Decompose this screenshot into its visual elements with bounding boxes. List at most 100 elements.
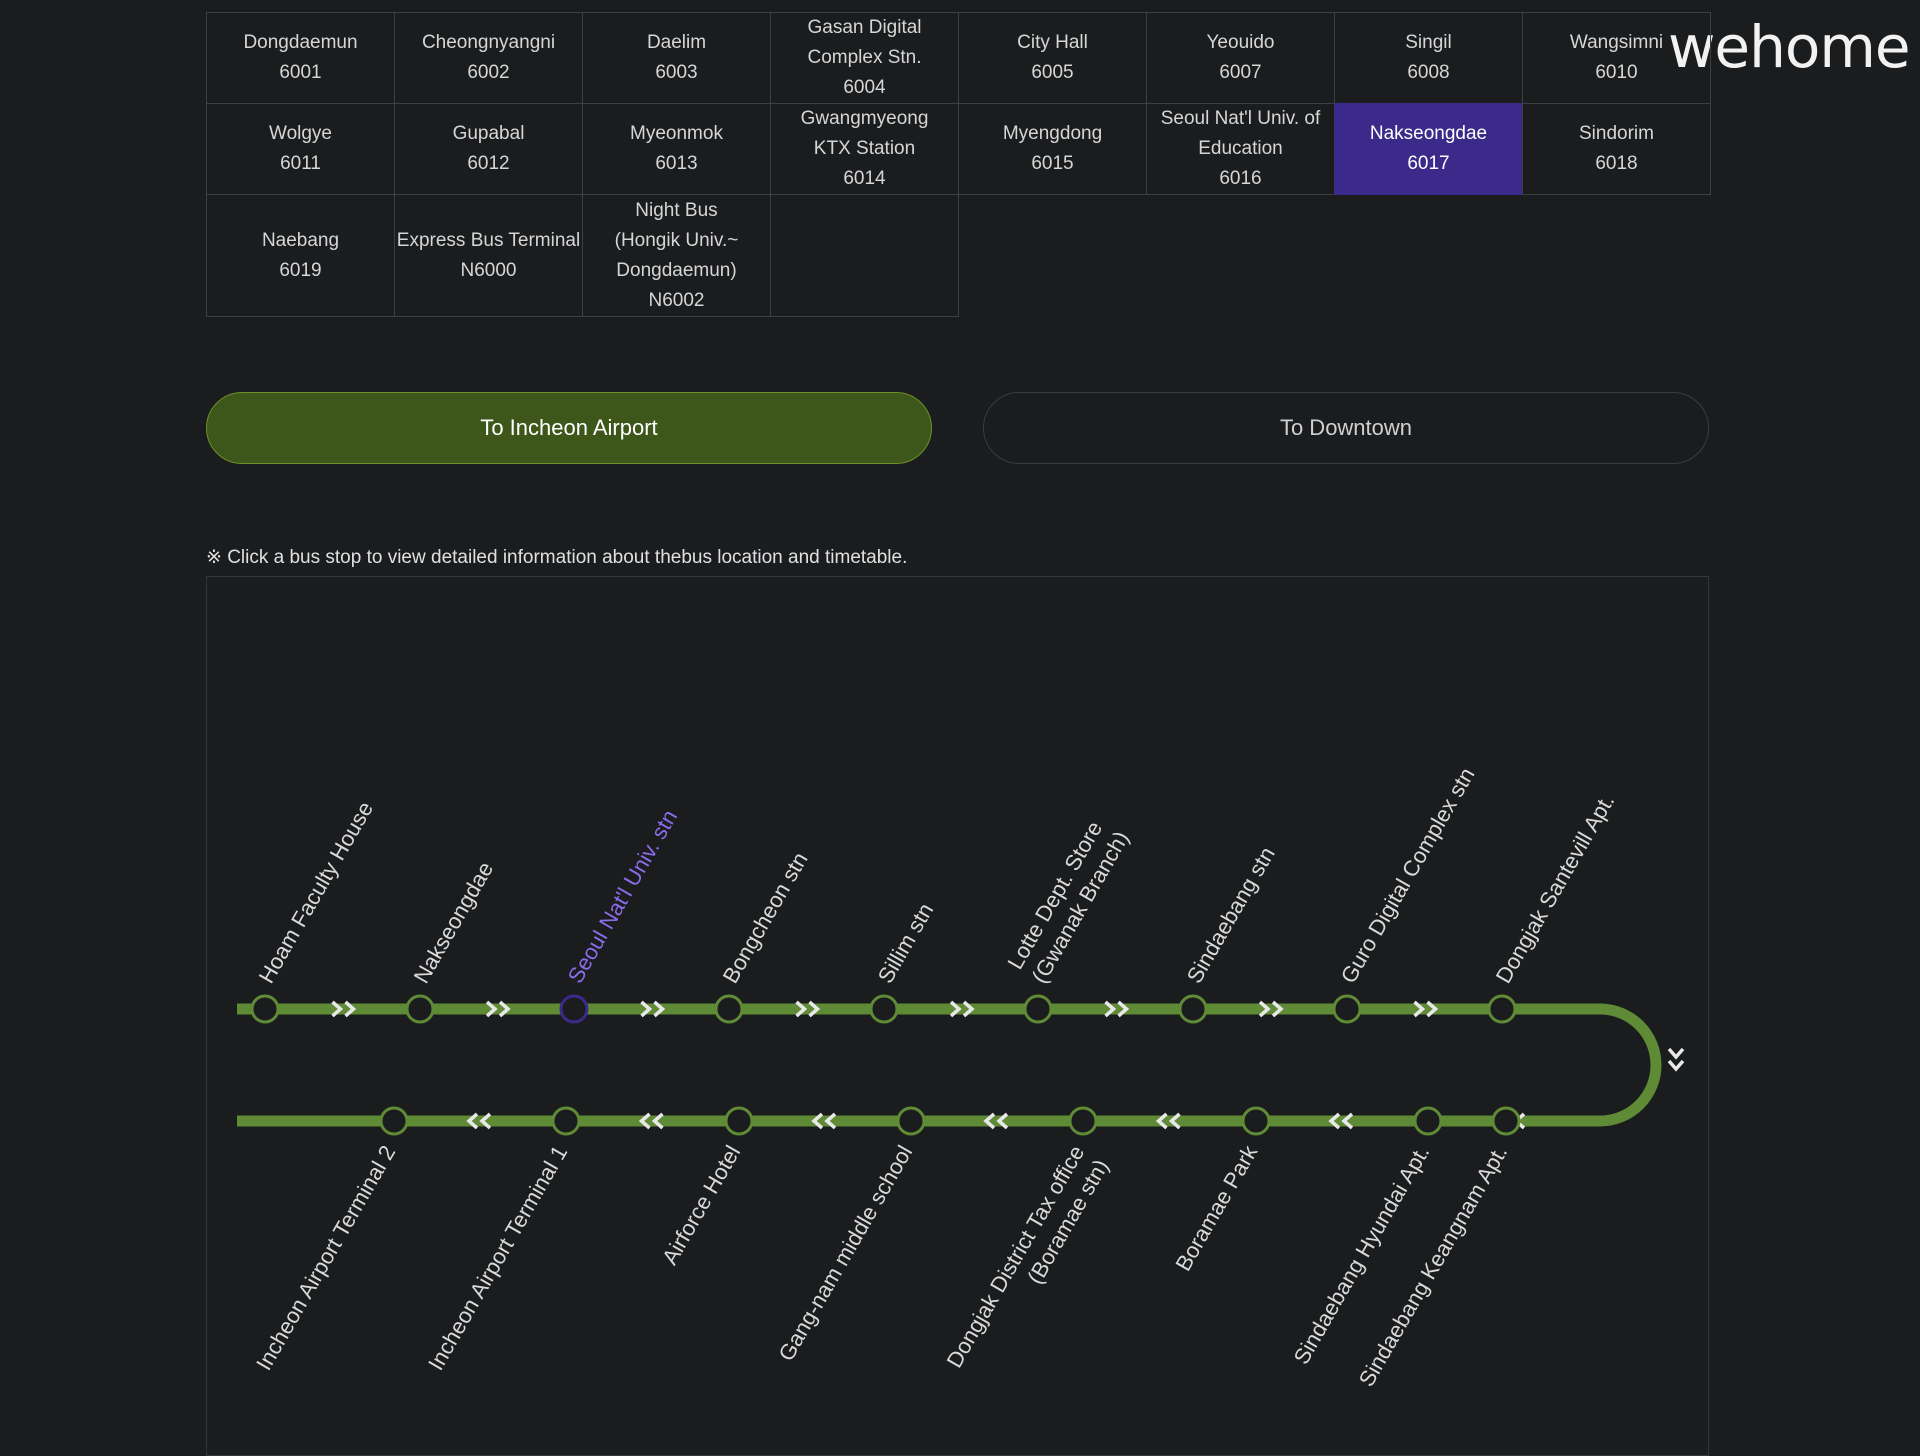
bus-stop-label[interactable]: Bongcheon stn xyxy=(718,848,813,988)
route-map-panel: Hoam Faculty House Nakseongdae Seoul Nat'l… xyxy=(206,576,1709,1456)
direction-arrow-icon xyxy=(1271,1000,1284,1018)
direction-arrow-icon xyxy=(466,1112,479,1130)
to-incheon-airport-button[interactable]: To Incheon Airport xyxy=(206,392,932,464)
route-name: Night Bus(Hongik Univ.~Dongdaemun) xyxy=(614,199,739,281)
direction-arrow-icon xyxy=(824,1112,837,1130)
route-number: 6011 xyxy=(280,153,321,174)
bus-stop-label[interactable]: Dongjak District Tax office(Boramae stn) xyxy=(942,1141,1114,1386)
route-name: Wolgye xyxy=(268,123,332,144)
bus-stop-label[interactable]: Incheon Airport Terminal 2 xyxy=(251,1141,400,1374)
route-cell-6019[interactable]: Naebang 6019 xyxy=(206,194,395,317)
route-name: Naebang xyxy=(261,229,340,251)
direction-arrow-icon xyxy=(1667,1059,1685,1072)
direction-arrow-icon xyxy=(996,1112,1009,1130)
route-name: Myeonmok xyxy=(630,123,723,144)
direction-arrow-icon xyxy=(498,1000,511,1018)
direction-arrow-icon xyxy=(331,1000,344,1018)
to-downtown-button[interactable]: To Downtown xyxy=(983,392,1709,464)
bus-stop-marker[interactable] xyxy=(1332,994,1362,1024)
route-cell-6002[interactable]: Cheongnyangni 6002 xyxy=(394,12,583,104)
bus-stop-label[interactable]: Sindaebang Keangnam Apt. xyxy=(1354,1141,1513,1391)
route-name: Cheongnyangni xyxy=(421,32,556,53)
direction-arrow-icon xyxy=(651,1112,664,1130)
direction-arrow-icon xyxy=(795,1000,808,1018)
bus-stop-marker[interactable] xyxy=(1491,1106,1521,1136)
bus-stop-marker[interactable] xyxy=(1487,994,1517,1024)
bus-stop-marker[interactable] xyxy=(896,1106,926,1136)
route-name: Singil xyxy=(1405,32,1452,53)
bus-stop-marker[interactable] xyxy=(869,994,899,1024)
bus-stop-label[interactable]: Lotte Dept. Store(Gwanak Branch) xyxy=(1002,813,1133,988)
bus-stop-marker[interactable] xyxy=(1068,1106,1098,1136)
bus-stop-marker[interactable] xyxy=(551,1106,581,1136)
route-line xyxy=(237,1003,1662,1127)
direction-arrow-icon xyxy=(485,1000,498,1018)
bus-stop-marker[interactable] xyxy=(559,994,589,1024)
route-cell-empty xyxy=(770,194,959,317)
route-number: 6004 xyxy=(843,77,886,98)
route-cell-n6002[interactable]: Night Bus(Hongik Univ.~Dongdaemun) N6002 xyxy=(582,194,771,317)
route-number: 6001 xyxy=(279,62,322,83)
bus-stop-label[interactable]: Sillim stn xyxy=(873,899,939,988)
bus-stop-label[interactable]: Incheon Airport Terminal 1 xyxy=(423,1141,572,1374)
bus-stop-label[interactable]: Guro Digital Complex stn xyxy=(1336,763,1480,987)
bus-stop-marker[interactable] xyxy=(250,994,280,1024)
bus-stop-marker[interactable] xyxy=(1023,994,1053,1024)
route-cell-6018[interactable]: Sindorim 6018 xyxy=(1522,103,1711,195)
bus-stop-label[interactable]: Dongjak Santevill Apt. xyxy=(1491,790,1620,988)
bus-stop-label[interactable]: Sindaebang stn xyxy=(1182,843,1280,988)
route-number: 6018 xyxy=(1595,153,1638,174)
wehome-logo: wehome xyxy=(1668,13,1911,81)
route-number: 6010 xyxy=(1595,62,1638,83)
route-name: City Hall xyxy=(1017,32,1088,53)
route-number: 6002 xyxy=(467,62,510,83)
route-cell-6013[interactable]: Myeonmok 6013 xyxy=(582,103,771,195)
bus-stop-label[interactable]: Hoam Faculty House xyxy=(254,797,378,987)
bus-stop-label[interactable]: Gang-nam middle school xyxy=(773,1141,917,1365)
bus-stop-label[interactable]: Nakseongdae xyxy=(409,857,499,987)
route-number: 6003 xyxy=(655,62,698,83)
bus-stop-label[interactable]: Seoul Nat'l Univ. stn xyxy=(563,805,683,987)
bus-stop-marker[interactable] xyxy=(1413,1106,1443,1136)
route-name: Sindorim xyxy=(1579,123,1654,144)
direction-arrow-icon xyxy=(1341,1112,1354,1130)
direction-arrow-icon xyxy=(653,1000,666,1018)
direction-arrow-icon xyxy=(638,1112,651,1130)
route-number: 6013 xyxy=(655,153,698,174)
route-number: 6016 xyxy=(1219,168,1262,189)
direction-arrow-icon xyxy=(811,1112,824,1130)
route-number: 6019 xyxy=(279,259,322,281)
bus-stop-marker[interactable] xyxy=(405,994,435,1024)
route-name: Gupabal xyxy=(452,123,525,144)
route-name: Express Bus Terminal xyxy=(396,229,581,251)
route-cell-6011[interactable]: Wolgye 6011 xyxy=(206,103,395,195)
route-map: Hoam Faculty House Nakseongdae Seoul Nat'l… xyxy=(237,763,1685,1391)
direction-arrow-icon xyxy=(1258,1000,1271,1018)
direction-arrow-icon xyxy=(808,1000,821,1018)
bus-stop-label[interactable]: Boramae Park xyxy=(1170,1140,1262,1275)
bus-stop-marker[interactable] xyxy=(1178,994,1208,1024)
bus-stop-label[interactable]: Sindaebang Hyundai Apt. xyxy=(1289,1141,1435,1369)
bus-stop-notice: ※ Click a bus stop to view detailed info… xyxy=(206,547,908,568)
route-number: N6002 xyxy=(648,289,705,311)
bus-stop-marker[interactable] xyxy=(1241,1106,1271,1136)
route-number: N6000 xyxy=(460,259,517,281)
bus-stop-marker[interactable] xyxy=(724,1106,754,1136)
bus-stop-marker[interactable] xyxy=(379,1106,409,1136)
bus-stop-label[interactable]: Airforce Hotel xyxy=(657,1141,745,1269)
bus-stop-marker[interactable] xyxy=(714,994,744,1024)
